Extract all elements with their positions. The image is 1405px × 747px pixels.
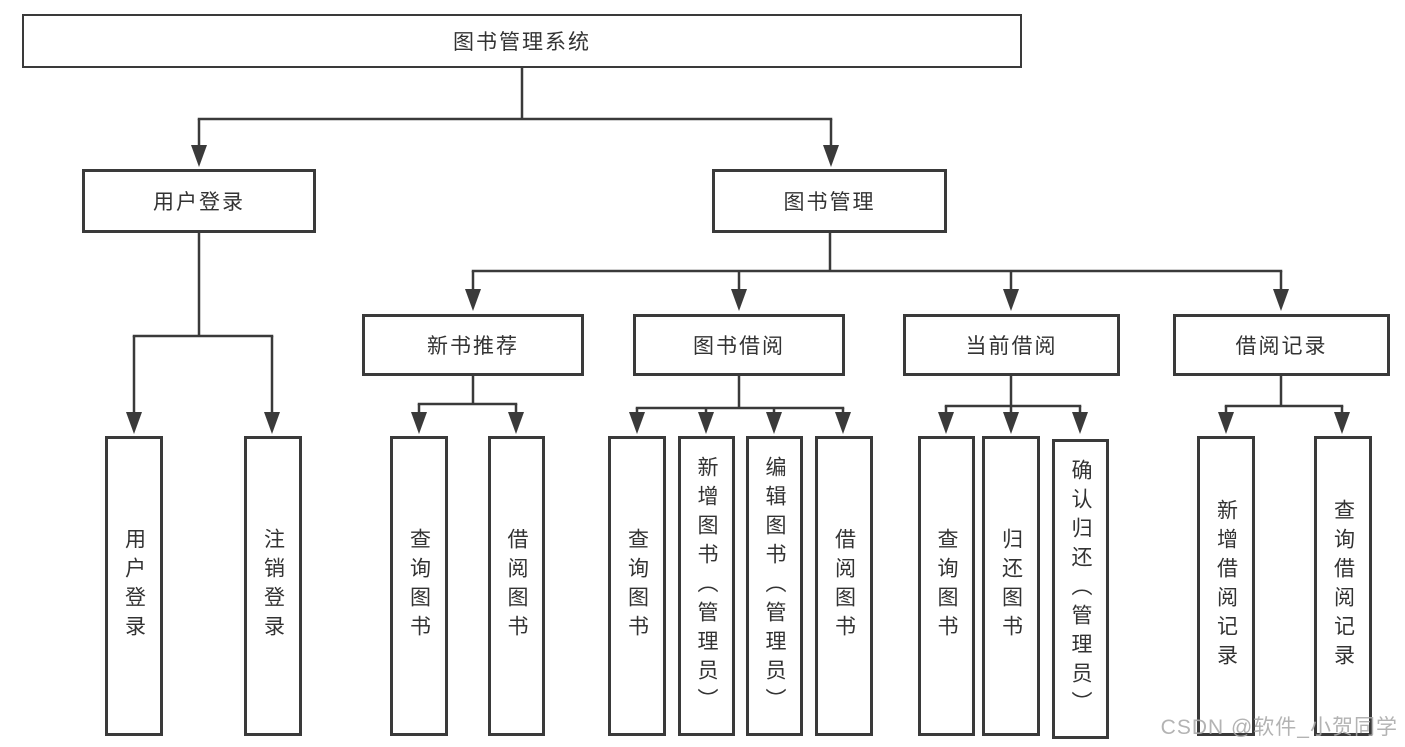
node-leaf-return-books: 归还图书 [982, 436, 1040, 736]
node-leaf-add-borrow-record: 新增借阅记录 [1197, 436, 1255, 736]
node-leaf-borrow-query-books: 查询图书 [608, 436, 666, 736]
arrowhead-icons [126, 145, 1350, 434]
node-new-book-recommend: 新书推荐 [362, 314, 584, 376]
node-leaf-confirm-return-admin: 确认归还（管理员） [1052, 439, 1109, 739]
node-current-borrow: 当前借阅 [903, 314, 1120, 376]
node-book-borrow: 图书借阅 [633, 314, 845, 376]
node-leaf-borrow-borrow-books: 借阅图书 [815, 436, 873, 736]
node-leaf-query-borrow-record: 查询借阅记录 [1314, 436, 1372, 736]
node-user-login: 用户登录 [82, 169, 316, 233]
node-leaf-logout: 注销登录 [244, 436, 302, 736]
node-leaf-recommend-query-books: 查询图书 [390, 436, 448, 736]
node-leaf-recommend-borrow-books: 借阅图书 [488, 436, 545, 736]
node-leaf-add-books-admin: 新增图书（管理员） [678, 436, 735, 736]
node-borrow-records: 借阅记录 [1173, 314, 1390, 376]
node-book-management: 图书管理 [712, 169, 947, 233]
csdn-watermark: CSDN @软件_小贺同学 [1160, 716, 1398, 739]
node-leaf-edit-books-admin: 编辑图书（管理员） [746, 436, 803, 736]
node-leaf-user-login: 用户登录 [105, 436, 163, 736]
node-root: 图书管理系统 [22, 14, 1022, 68]
node-leaf-current-query-books: 查询图书 [918, 436, 975, 736]
